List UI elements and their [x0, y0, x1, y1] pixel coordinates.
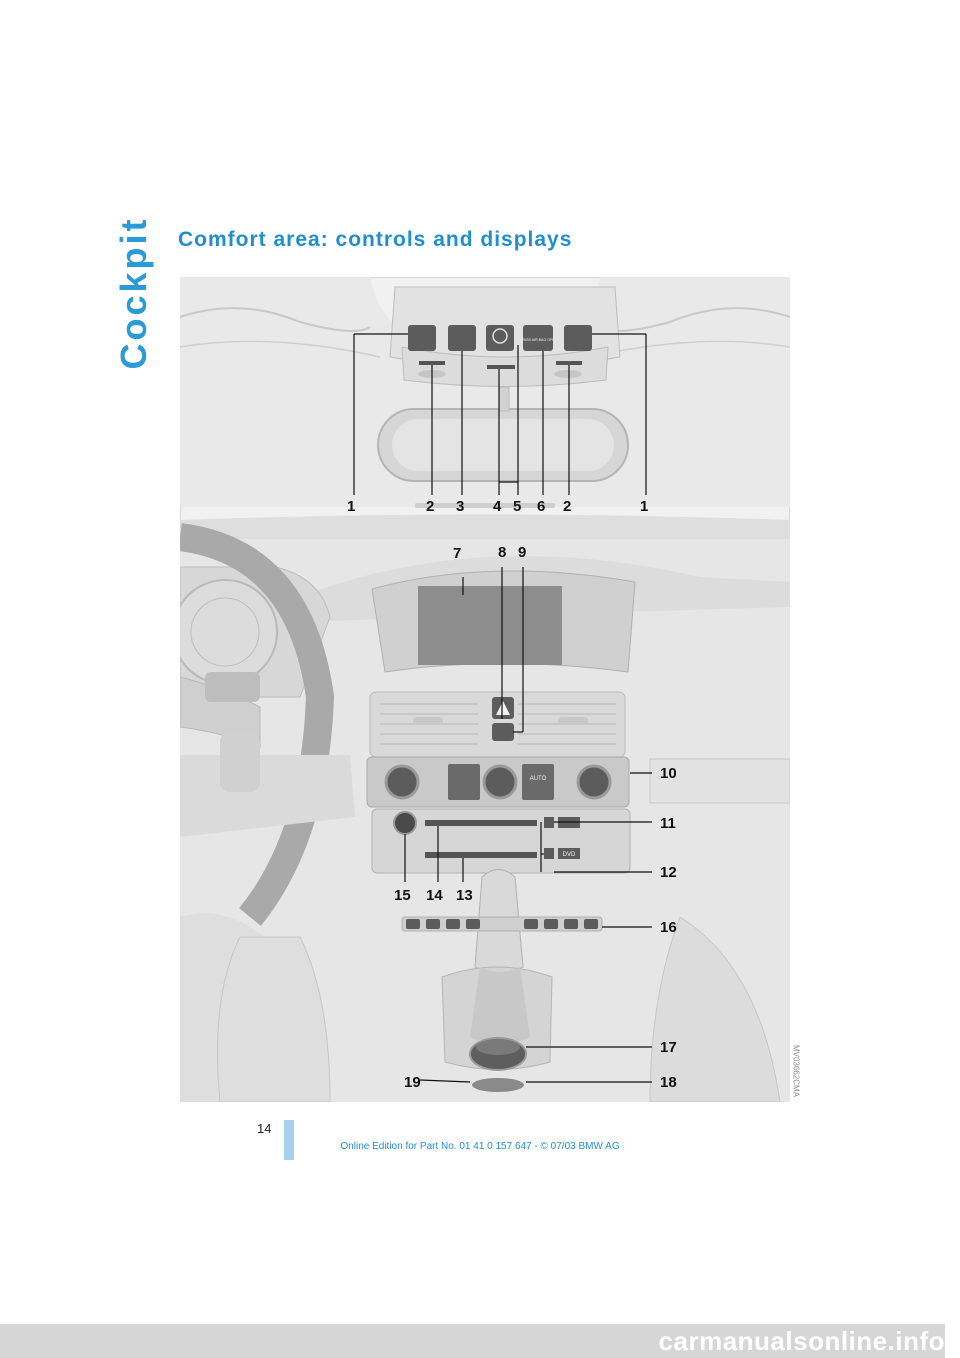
page-title: Comfort area: controls and displays [178, 228, 573, 251]
rear-light-button [448, 325, 476, 351]
airbag-label: PASS AIR BAG OFF [522, 338, 556, 342]
dvd-slot [425, 852, 537, 858]
callout-15: 15 [394, 887, 411, 904]
temp-knob-left [384, 764, 420, 800]
watermark-text: carmanualsonline.info [658, 1326, 945, 1356]
callout-8: 8 [498, 544, 507, 561]
callout-6: 6 [537, 498, 546, 515]
cockpit-figure: PASS AIR BAG OFF [180, 277, 790, 1102]
callout-12: 12 [660, 864, 677, 881]
dvd-label: DVD [563, 852, 576, 858]
control-display [418, 586, 562, 665]
cd-slot [425, 820, 537, 826]
page-number: 14 [257, 1121, 272, 1136]
auto-label: AUTO [530, 776, 547, 782]
callout-16: 16 [660, 919, 677, 936]
reading-light-left [419, 361, 445, 365]
volume-knob [393, 811, 417, 835]
callout-4: 4 [493, 498, 502, 515]
callout-2-right: 2 [563, 498, 572, 515]
figure-code-label: MV03662CMA [791, 1044, 801, 1098]
callout-9: 9 [518, 544, 527, 561]
temp-knob-right [576, 764, 612, 800]
callout-5: 5 [513, 498, 522, 515]
callout-17: 17 [660, 1039, 677, 1056]
callout-1-right: 1 [640, 498, 649, 515]
callout-14: 14 [426, 887, 443, 904]
callout-3: 3 [456, 498, 465, 515]
footer-text: Online Edition for Part No. 01 41 0 157 … [340, 1141, 620, 1152]
reading-light-right [556, 361, 582, 365]
watermark-banner: carmanualsonline.info [0, 1324, 945, 1358]
section-tab-label: Cockpit [113, 216, 154, 370]
sunroof-button [486, 325, 514, 351]
interior-light-button-left [408, 325, 436, 351]
callout-1-left: 1 [347, 498, 356, 515]
fan-knob [482, 764, 518, 800]
dvd-eject-button [544, 848, 554, 859]
cockpit-illustration: PASS AIR BAG OFF [180, 277, 790, 1102]
airbag-indicator [523, 325, 553, 351]
callout-13: 13 [456, 887, 473, 904]
callout-18: 18 [660, 1074, 677, 1091]
interior-light-button-right [564, 325, 592, 351]
callout-7: 7 [453, 545, 462, 562]
page-margin-bar [284, 1120, 294, 1160]
callout-11: 11 [660, 815, 676, 832]
callout-2-left: 2 [426, 498, 435, 515]
callout-10: 10 [660, 765, 677, 782]
callout-19: 19 [404, 1074, 421, 1091]
steering-wheel [180, 523, 335, 926]
figure-code: MV03662CMA [788, 1040, 804, 1102]
microphone-slot [487, 365, 515, 369]
cd-eject-button [544, 817, 554, 828]
section-tab: Cockpit [112, 216, 156, 369]
central-locking-button [492, 723, 514, 741]
